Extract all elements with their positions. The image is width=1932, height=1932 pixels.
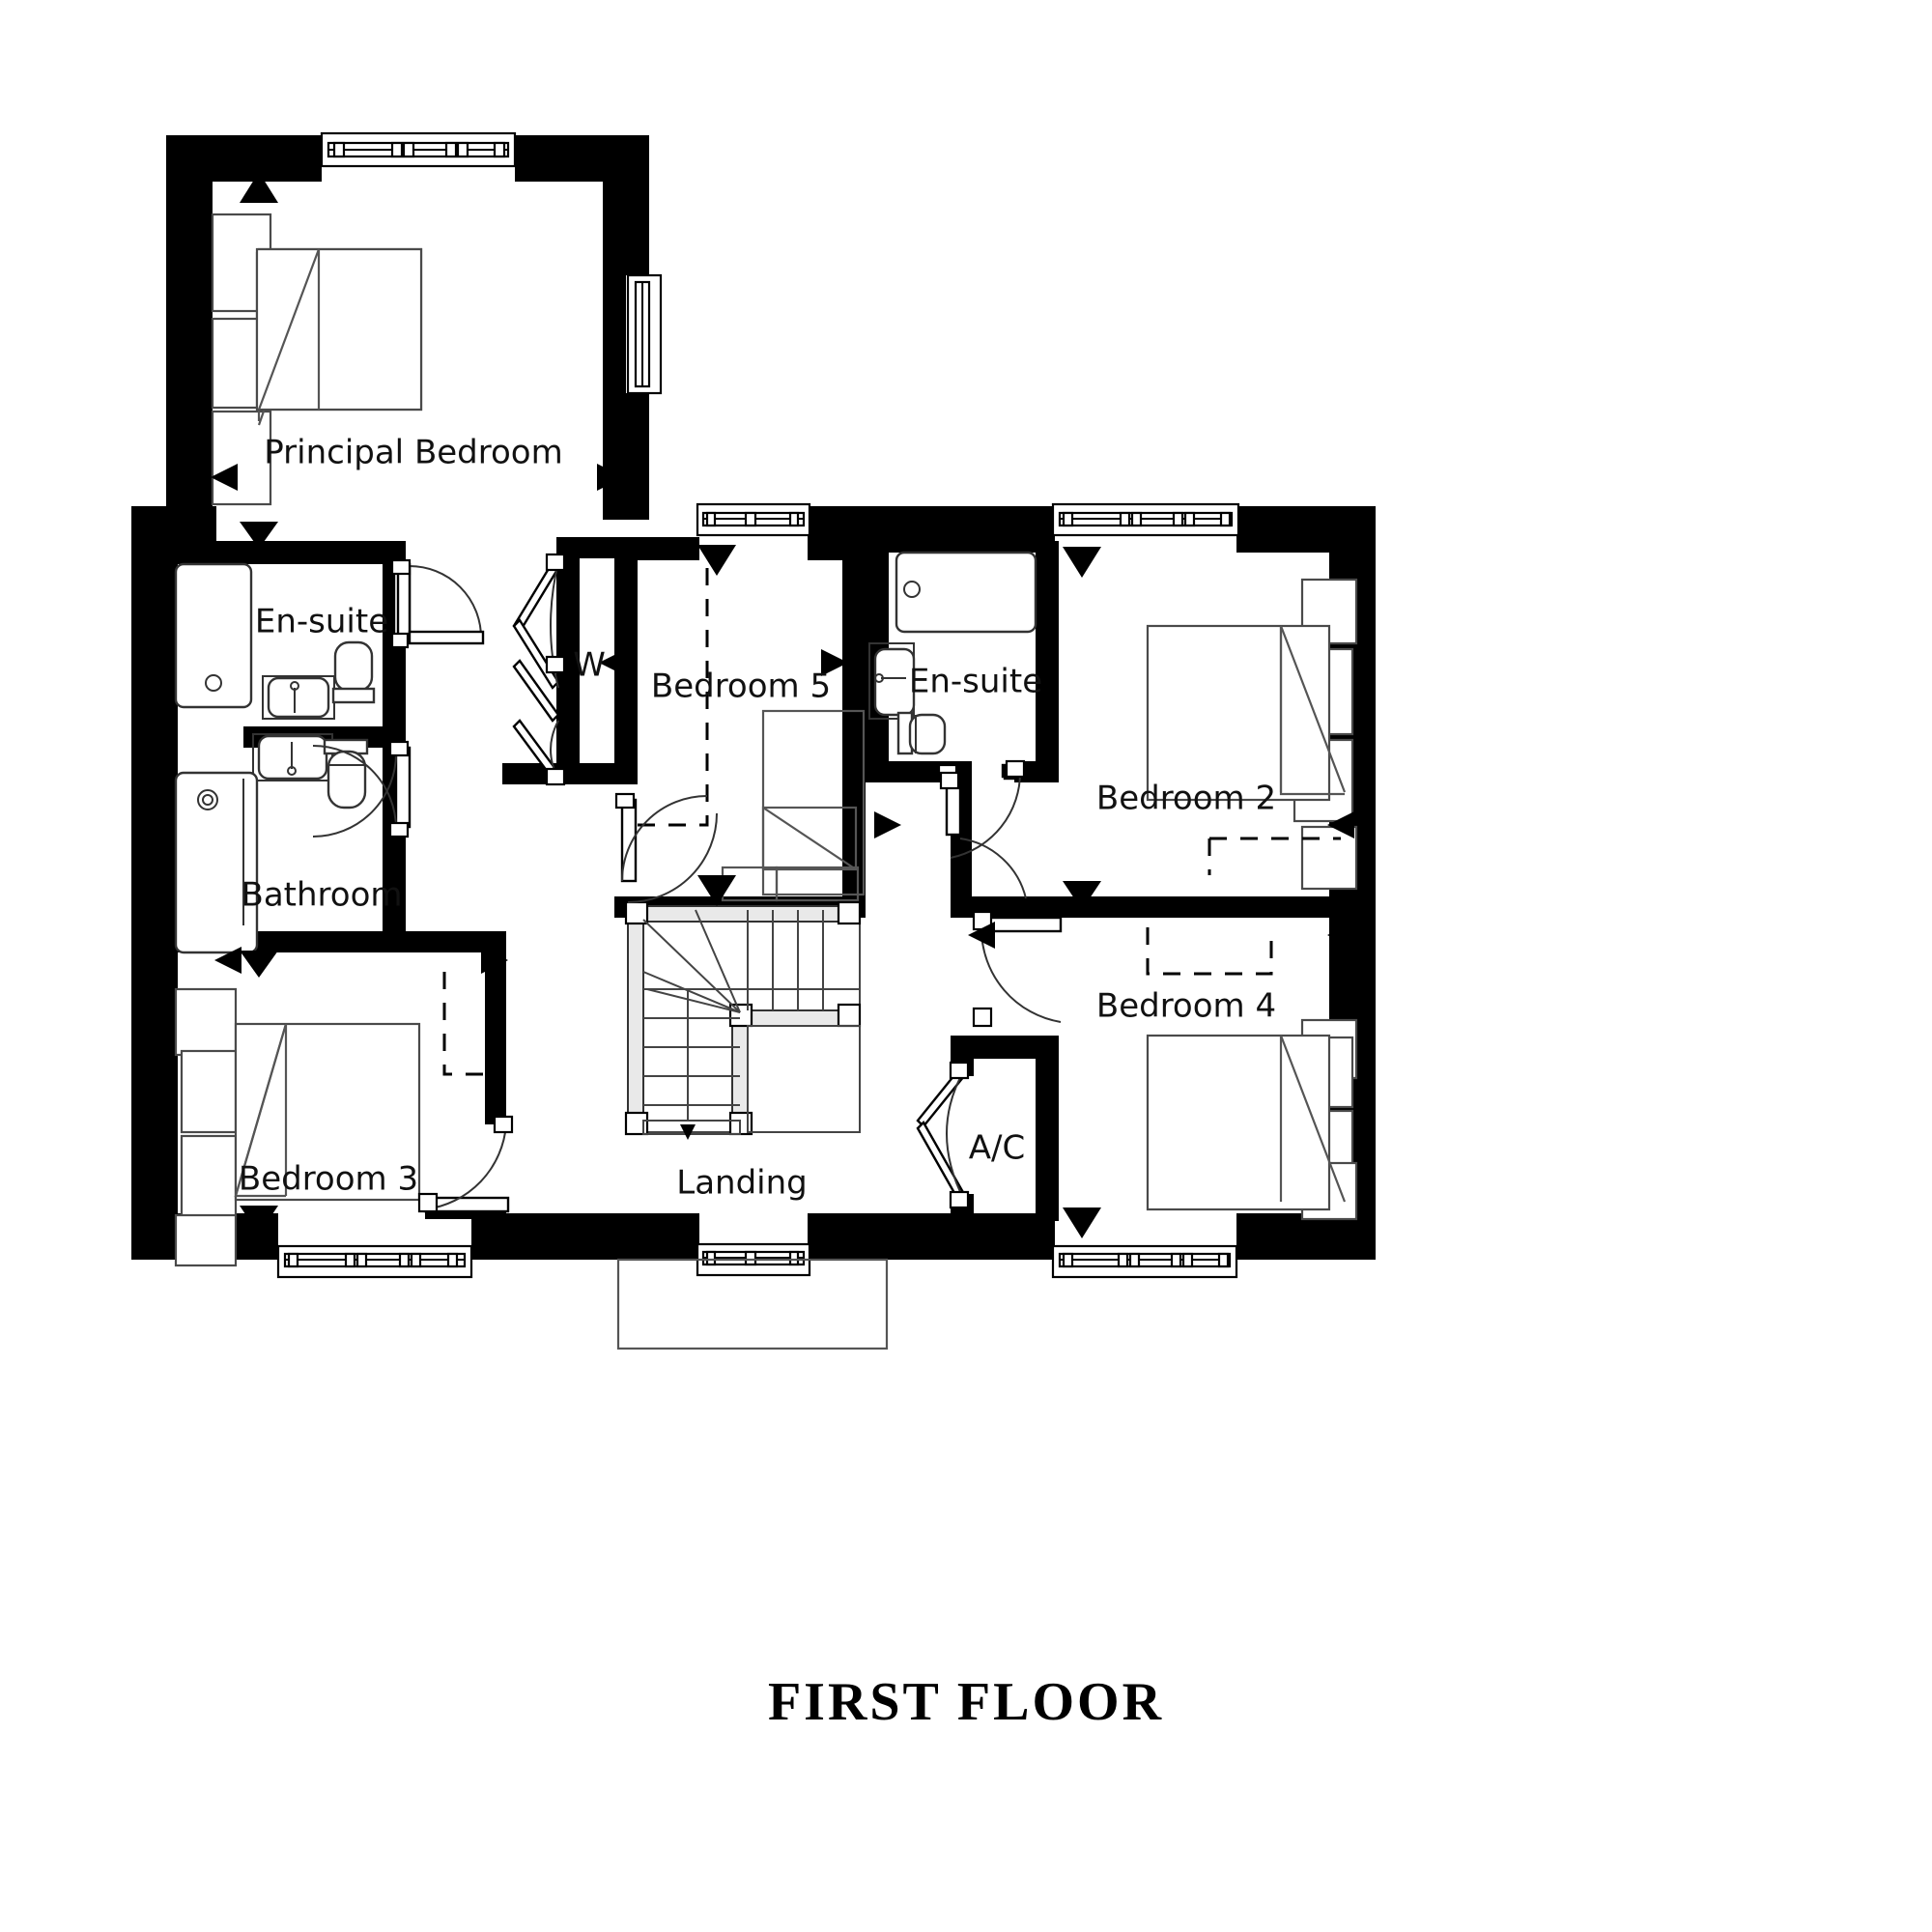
radiator-bedroom3-left [214,947,242,974]
window-principal-top [320,131,517,168]
radiator-wardrobe [599,649,626,676]
radiator-bedroom2-top [1063,547,1101,578]
label-bedroom-4: Bedroom 4 [1096,987,1276,1026]
bed-bedroom2 [1146,578,1358,891]
wall-bed2-bed4-divider [951,896,1376,918]
furniture-layer [174,213,1358,1267]
wall-bedroom3-east-upper [485,931,506,1124]
door-ac-bifold[interactable] [916,1061,970,1209]
ensuite-bedroom2-fixtures [868,551,1037,755]
page-title: FIRST FLOOR [768,1672,1164,1732]
radiator-principal-south [240,522,278,549]
wall-left-upper-wing [166,135,213,529]
bedroom5-dashed-bulkhead [638,558,709,827]
wash-basin-ensuite2 [868,642,916,720]
radiator-bedroom5-top [697,545,736,576]
wall-ensuite2-south-left [866,761,951,782]
radiator-bedroom4-left [968,922,995,949]
porch-canopy-outline [616,1258,889,1350]
radiator-principal-right [597,464,624,491]
wc-bathroom [323,738,369,810]
shower-tray-ensuite2 [895,551,1037,634]
bedroom4-dashed-wardrobe [1146,927,1273,976]
bed-bedroom3 [174,987,421,1267]
radiator-bedroom3-top [240,951,278,978]
staircase-landing [624,900,862,1140]
wall-left-main [131,506,178,1260]
wc-ensuite1 [331,640,376,704]
window-bedroom5-top [696,502,811,537]
wall-bathroom-east-lower [383,831,406,939]
radiator-bedroom4-top [1063,881,1101,910]
bed-principal [211,213,423,506]
door-wardrobe-bifold[interactable] [512,553,566,786]
bedroom3-dashed-wardrobe [442,972,483,1076]
label-bedroom-3: Bedroom 3 [239,1160,418,1199]
wall-ensuite2-east [1036,541,1059,782]
radiator-principal-left [211,464,238,491]
radiator-bedroom3-right [481,947,508,974]
wall-bed5-east [842,537,866,904]
bathroom-fixtures [174,733,369,954]
wash-basin-bathroom [252,733,333,781]
room-labels-layer: Principal Bedroom En-suite Bathroom W Be… [239,434,1276,1203]
wall-ac-east [1036,1036,1059,1221]
radiator-bedroom5-right [821,649,848,676]
windows-layer [276,131,1240,1350]
label-landing: Landing [676,1164,808,1203]
wall-ensuite-north [166,541,406,564]
door-bathroom[interactable] [312,740,412,838]
radiators-layer [211,172,1354,1238]
window-bedroom2-top [1051,502,1240,537]
label-wardrobe: W [573,646,606,685]
radiator-bedroom2-right [1327,811,1354,838]
wash-basin-ensuite1 [262,675,335,720]
bedroom2-dashed-wardrobe-top [1208,837,1341,875]
door-bedroom5[interactable] [614,792,718,903]
door-bedroom3[interactable] [417,1115,514,1213]
bath-bathroom [174,771,259,954]
wall-ensuite2-south-right [1014,761,1059,782]
radiator-landing-stairhead [697,875,736,906]
door-bedroom4[interactable] [972,910,1063,1028]
window-bedroom4-bottom [1051,1244,1238,1279]
label-bedroom-2: Bedroom 2 [1096,780,1276,818]
radiator-landing-right [874,811,901,838]
window-principal-right [626,273,663,395]
wall-wardrobe-north-left [556,537,630,558]
radiator-bedroom3-bottom [240,1206,278,1235]
door-ensuite-principal[interactable] [390,558,485,649]
wc-ensuite2 [896,711,947,755]
label-airing-cupboard: A/C [969,1129,1025,1168]
label-ensuite-bedroom2: En-suite [909,663,1042,701]
label-principal-bedroom: Principal Bedroom [264,434,562,472]
label-ensuite-principal: En-suite [255,603,388,641]
ensuite-principal-fixtures [174,562,376,720]
label-bedroom-5: Bedroom 5 [651,668,831,706]
radiator-bedroom4-bottom [1063,1208,1101,1238]
doors-layer [312,553,1063,1213]
bedroom5-bulkhead [721,709,866,902]
radiator-bedroom4-right [1327,922,1354,949]
bed-bedroom4 [1146,1018,1358,1221]
radiator-principal-top [240,172,278,203]
label-bathroom: Bathroom [242,876,403,915]
window-bedroom3-bottom [276,1244,473,1279]
door-bedroom2[interactable] [939,771,1027,899]
